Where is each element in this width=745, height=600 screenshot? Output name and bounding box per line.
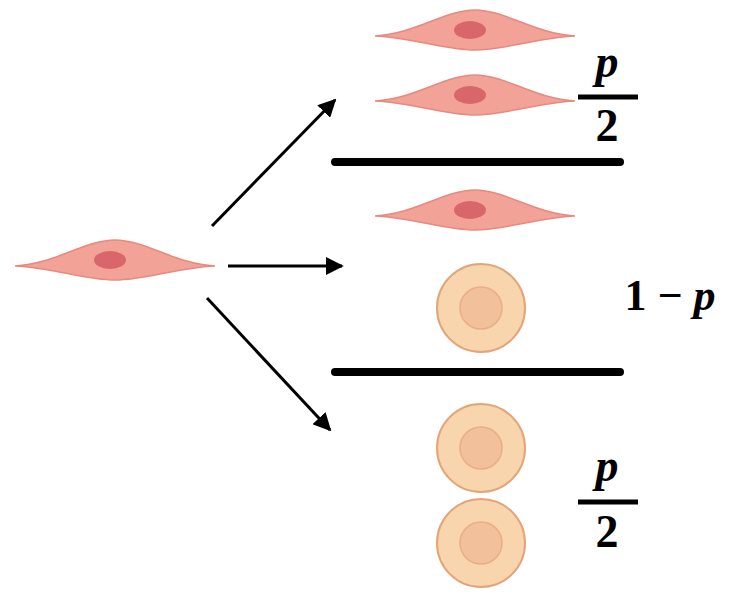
fraction-numerator: p [596, 39, 619, 85]
parent-cell [15, 240, 215, 280]
probability-label: 1 − p [624, 274, 715, 318]
fraction-bar [578, 95, 638, 100]
round-cell [437, 264, 525, 352]
fraction-bar [578, 500, 638, 505]
separator-bar [335, 368, 620, 376]
round-cell [437, 499, 525, 587]
spindle-cell [375, 75, 575, 115]
spindle-cell [375, 10, 575, 50]
spindle-cell [375, 190, 575, 230]
fraction-denominator: 2 [596, 509, 619, 555]
fraction-numerator: p [596, 443, 619, 489]
separator-bar [335, 158, 620, 166]
division-arrow [228, 265, 342, 268]
fraction-denominator: 2 [596, 103, 619, 149]
round-cell [437, 404, 525, 492]
division-arrow [207, 298, 330, 430]
division-arrow [212, 100, 335, 226]
